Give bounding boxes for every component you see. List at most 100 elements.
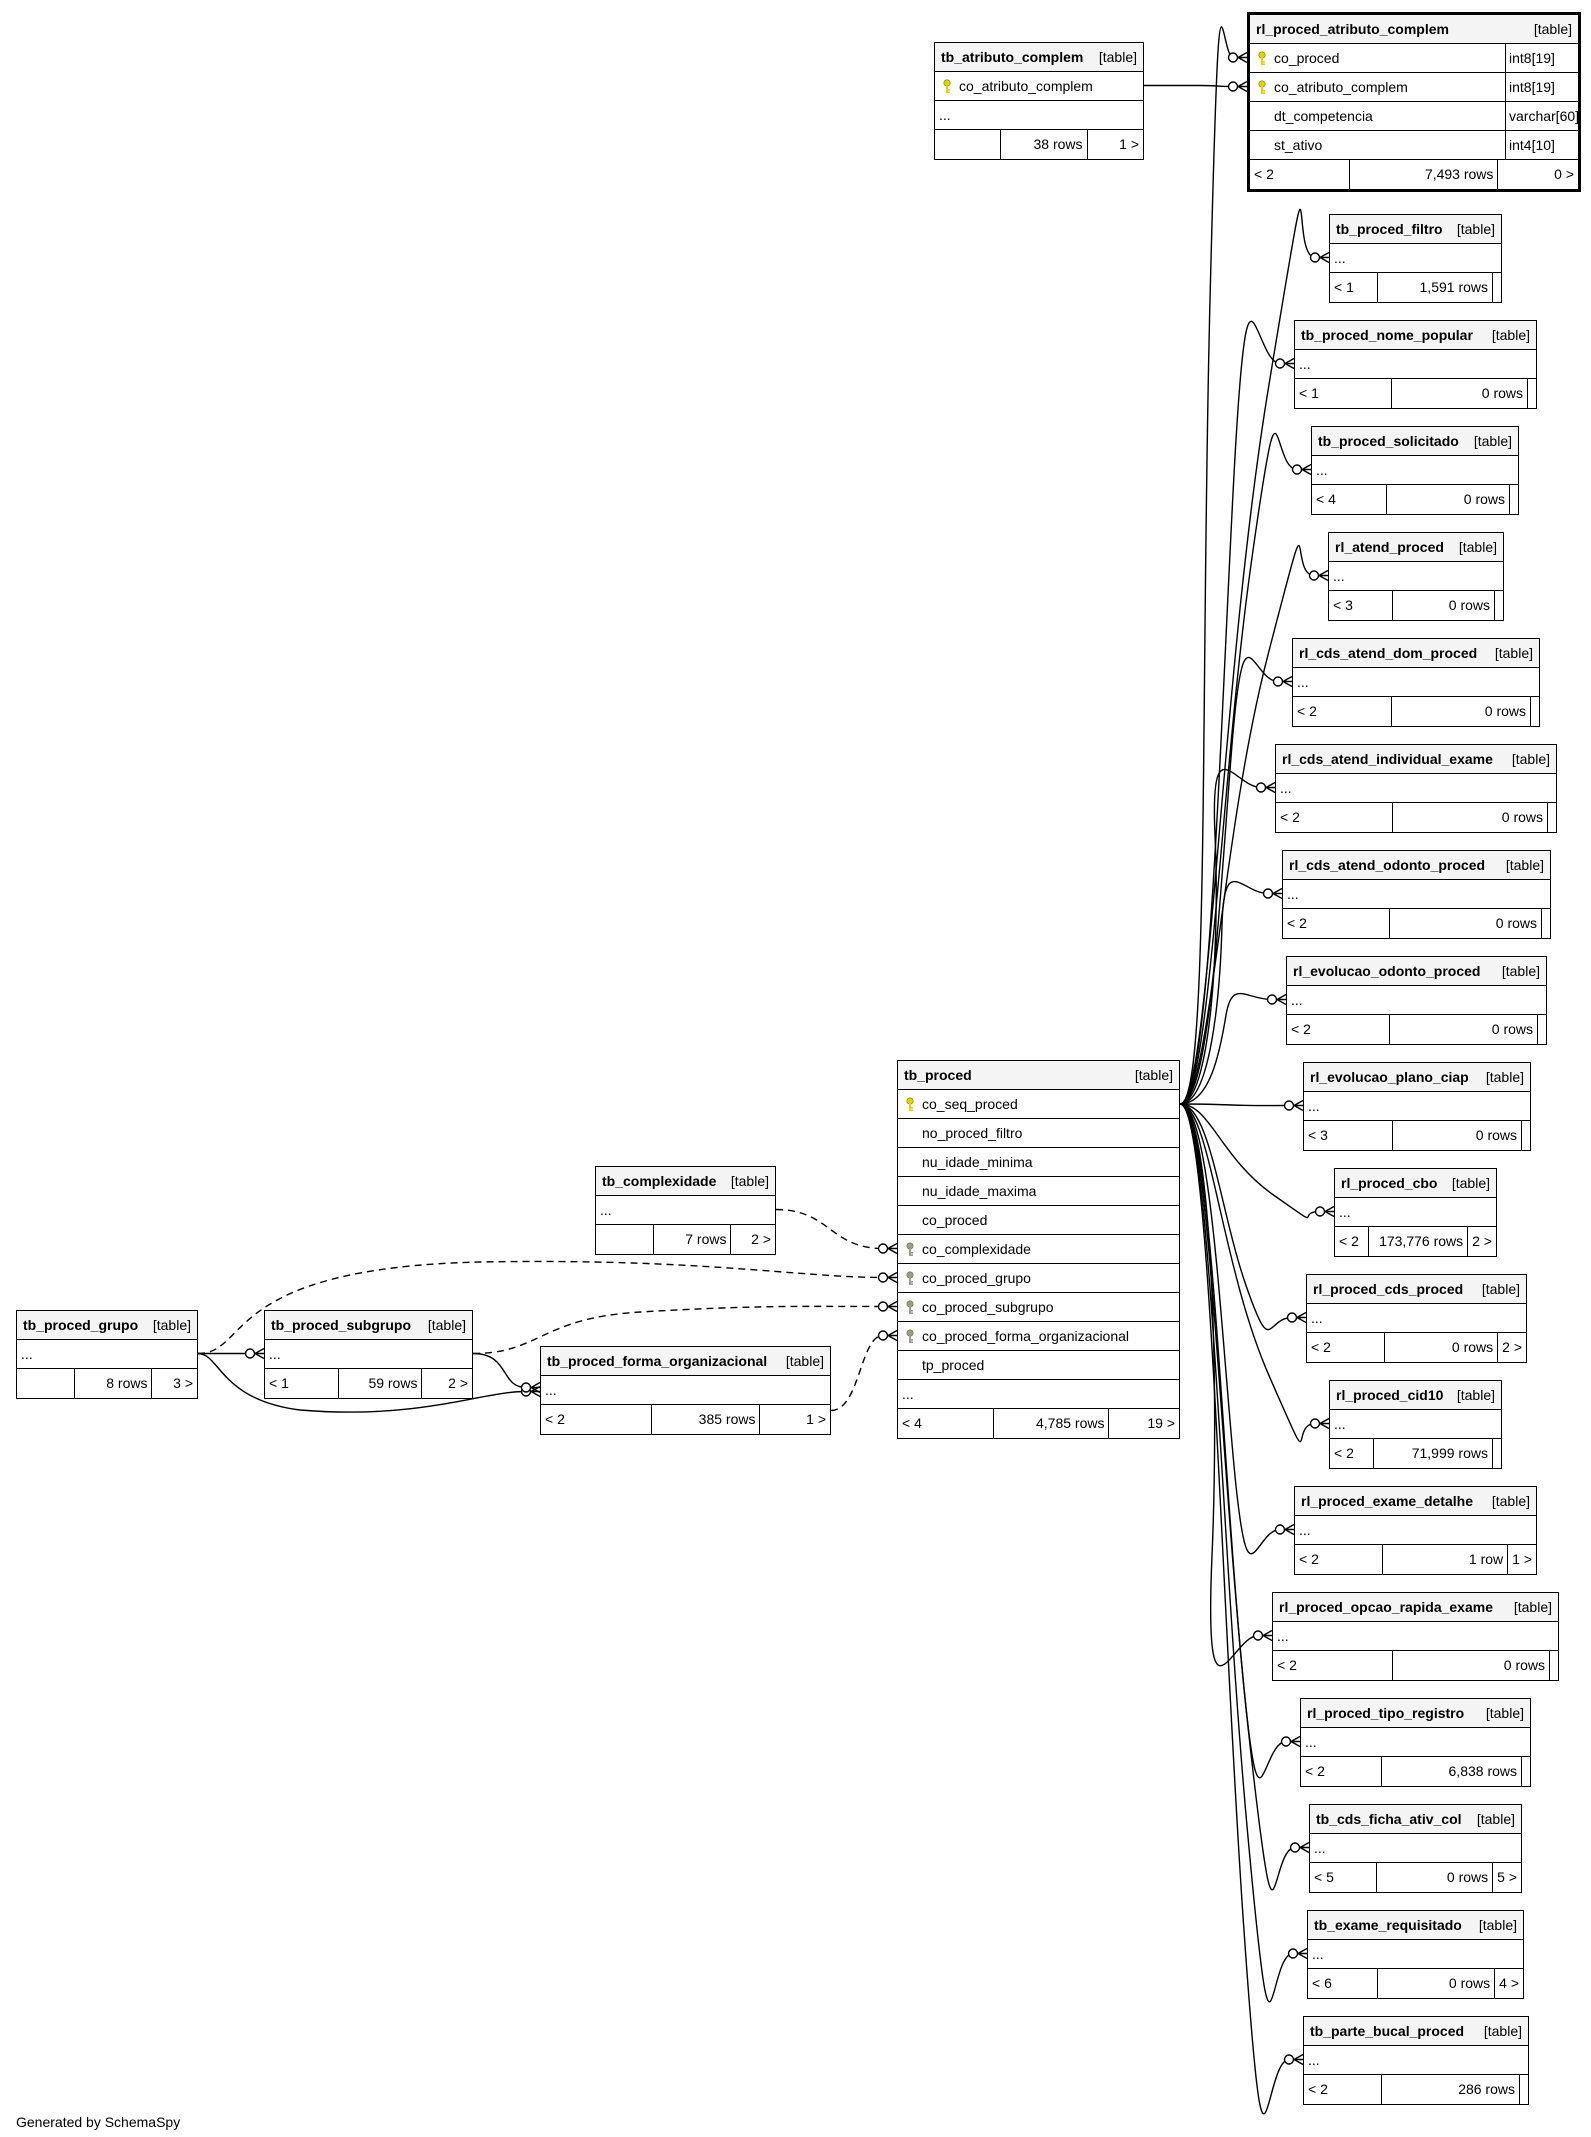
table-rl-cds-atend-individual-exame[interactable]: rl_cds_atend_individual_exame [table] ..… <box>1275 744 1557 833</box>
column-row[interactable]: co_complexidade <box>898 1235 1179 1264</box>
children-count[interactable] <box>1492 273 1501 302</box>
parents-count[interactable]: < 1 <box>1334 279 1354 295</box>
children-count[interactable]: 3 > <box>151 1369 197 1398</box>
table-rl-proced-atributo-complem[interactable]: rl_proced_atributo_complem [table] co_pr… <box>1247 12 1581 192</box>
table-rl-proced-opcao-rapida-exame[interactable]: rl_proced_opcao_rapida_exame [table] ...… <box>1272 1592 1559 1681</box>
table-name[interactable]: tb_proced_solicitado <box>1318 433 1459 449</box>
table-name[interactable]: tb_atributo_complem <box>941 49 1084 65</box>
parents-count[interactable]: < 2 <box>1311 1339 1331 1355</box>
table-rl-cds-atend-odonto-proced[interactable]: rl_cds_atend_odonto_proced [table] ...< … <box>1282 850 1551 939</box>
table-name[interactable]: rl_evolucao_plano_ciap <box>1310 1069 1469 1085</box>
parents-count[interactable]: < 2 <box>545 1411 565 1427</box>
children-count[interactable] <box>1521 1121 1530 1150</box>
children-count[interactable]: 2 > <box>421 1369 472 1398</box>
table-name[interactable]: rl_proced_opcao_rapida_exame <box>1279 1599 1493 1615</box>
children-count[interactable] <box>1519 2075 1528 2104</box>
children-count[interactable] <box>1530 697 1539 726</box>
children-count[interactable]: 2 > <box>730 1225 775 1254</box>
parents-count[interactable]: < 2 <box>1334 1445 1354 1461</box>
table-rl-evolucao-odonto-proced[interactable]: rl_evolucao_odonto_proced [table] ...< 2… <box>1286 956 1547 1045</box>
parents-count[interactable]: < 1 <box>1299 385 1319 401</box>
column-row[interactable]: co_proced <box>898 1206 1179 1235</box>
column-row[interactable]: co_proced_subgrupo <box>898 1293 1179 1322</box>
parents-count[interactable]: < 5 <box>1314 1869 1334 1885</box>
parents-count[interactable]: < 4 <box>902 1415 922 1431</box>
column-row[interactable]: co_proced_grupo <box>898 1264 1179 1293</box>
table-name[interactable]: rl_proced_atributo_complem <box>1256 21 1449 37</box>
parents-count[interactable]: < 2 <box>1297 703 1317 719</box>
children-count[interactable] <box>1521 1757 1530 1786</box>
children-count[interactable] <box>1527 379 1536 408</box>
children-count[interactable]: 0 > <box>1497 160 1578 189</box>
column-row[interactable]: no_proced_filtro <box>898 1119 1179 1148</box>
children-count[interactable]: 2 > <box>1497 1333 1526 1362</box>
table-name[interactable]: tb_proced_forma_organizacional <box>547 1353 768 1369</box>
children-count[interactable]: 1 > <box>1507 1545 1536 1574</box>
column-row[interactable]: nu_idade_maxima <box>898 1177 1179 1206</box>
table-name[interactable]: rl_cds_atend_odonto_proced <box>1289 857 1486 873</box>
children-count[interactable] <box>1547 803 1556 832</box>
table-name[interactable]: rl_evolucao_odonto_proced <box>1293 963 1481 979</box>
children-count[interactable] <box>1509 485 1518 514</box>
parents-count[interactable]: < 1 <box>269 1375 289 1391</box>
children-count[interactable]: 1 > <box>759 1405 830 1434</box>
parents-count[interactable]: < 2 <box>1280 809 1300 825</box>
parents-count[interactable] <box>596 1225 653 1254</box>
column-row[interactable]: tp_proced <box>898 1351 1179 1380</box>
children-count[interactable]: 2 > <box>1467 1227 1496 1256</box>
column-row[interactable]: co_atributo_complem <box>935 72 1143 101</box>
children-count[interactable] <box>1549 1651 1558 1680</box>
table-name[interactable]: rl_proced_cds_proced <box>1313 1281 1464 1297</box>
children-count[interactable] <box>1492 1439 1501 1468</box>
parents-count[interactable]: < 4 <box>1316 491 1336 507</box>
table-name[interactable]: tb_cds_ficha_ativ_col <box>1316 1811 1462 1827</box>
table-name[interactable]: rl_atend_proced <box>1335 539 1444 555</box>
table-name[interactable]: rl_proced_exame_detalhe <box>1301 1493 1473 1509</box>
parents-count[interactable]: < 2 <box>1339 1233 1359 1249</box>
parents-count[interactable]: < 2 <box>1254 166 1274 182</box>
table-name[interactable]: tb_exame_requisitado <box>1314 1917 1462 1933</box>
children-count[interactable]: 1 > <box>1086 130 1143 159</box>
children-count[interactable] <box>1537 1015 1546 1044</box>
table-name[interactable]: rl_proced_cbo <box>1341 1175 1438 1191</box>
children-count[interactable] <box>1541 909 1550 938</box>
table-tb-proced-forma-organizacional[interactable]: tb_proced_forma_organizacional [table] .… <box>540 1346 831 1435</box>
column-row[interactable]: co_seq_proced <box>898 1090 1179 1119</box>
parents-count[interactable]: < 6 <box>1312 1975 1332 1991</box>
table-name[interactable]: tb_complexidade <box>602 1173 717 1189</box>
parents-count[interactable]: < 3 <box>1308 1127 1328 1143</box>
parents-count[interactable]: < 2 <box>1277 1657 1297 1673</box>
table-name[interactable]: tb_proced_grupo <box>23 1317 139 1333</box>
table-name[interactable]: rl_cds_atend_dom_proced <box>1299 645 1478 661</box>
table-tb-atributo-complem[interactable]: tb_atributo_complem [table] co_atributo_… <box>934 42 1144 160</box>
children-count[interactable] <box>1494 591 1503 620</box>
parents-count[interactable]: < 2 <box>1308 2081 1328 2097</box>
table-name[interactable]: tb_proced_filtro <box>1336 221 1443 237</box>
parents-count[interactable] <box>935 130 1000 159</box>
children-count[interactable]: 19 > <box>1108 1409 1179 1438</box>
parents-count[interactable]: < 2 <box>1291 1021 1311 1037</box>
parents-count[interactable]: < 3 <box>1333 597 1353 613</box>
parents-count[interactable]: < 2 <box>1287 915 1307 931</box>
table-name[interactable]: rl_proced_tipo_registro <box>1307 1705 1465 1721</box>
table-name[interactable]: tb_proced_nome_popular <box>1301 327 1473 343</box>
